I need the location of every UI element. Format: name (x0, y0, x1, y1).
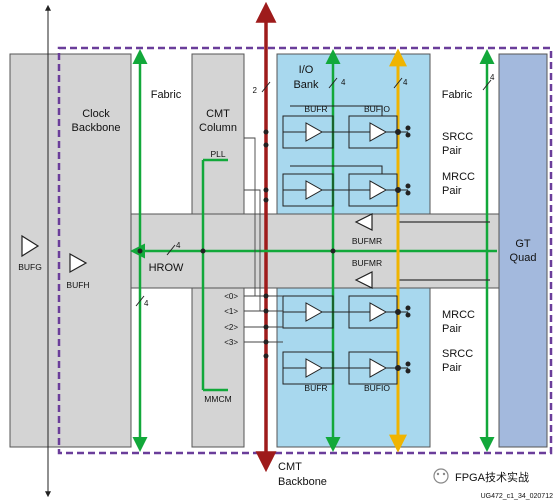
srcc-top-label-2: Pair (442, 145, 462, 157)
select-0-label: <0> (224, 292, 238, 301)
bufmr-bottom-label: BUFMR (352, 258, 382, 268)
bufh-label: BUFH (66, 280, 89, 290)
bufr-bufio-top-1 (282, 105, 411, 149)
cmt-backbone-label-2: Backbone (278, 476, 327, 488)
clock-backbone-label-2: Backbone (72, 122, 121, 134)
bus-width-io-b: 4 (403, 78, 408, 87)
bufg-label: BUFG (18, 262, 42, 272)
bus-width-hrow: 4 (176, 241, 181, 250)
bufg-symbol (21, 234, 40, 258)
clock-backbone-label-1: Clock (82, 108, 110, 120)
bufr-bufio-bottom-1 (282, 295, 411, 329)
cmt-backbone-label-1: CMT (278, 461, 302, 473)
srcc-bottom-label-1: SRCC (442, 348, 473, 360)
bus-width-fabric-left: 4 (144, 299, 149, 308)
mrcc-bottom-label-2: Pair (442, 323, 462, 335)
fabric-right-label: Fabric (442, 89, 473, 101)
bus-width-io-a: 4 (341, 78, 346, 87)
bus-width-cmt: 2 (253, 86, 258, 95)
hrow-label: HROW (149, 262, 184, 274)
clock-region-outline (57, 46, 553, 455)
bufio-bottom-label: BUFIO (364, 383, 390, 393)
mrcc-bottom-label-1: MRCC (442, 309, 475, 321)
pll-label: PLL (210, 149, 225, 159)
bufmr-top-symbol (354, 213, 373, 231)
bufio-top-label: BUFIO (364, 104, 390, 114)
srcc-top-label-1: SRCC (442, 131, 473, 143)
bus-width-fabric-right: 4 (490, 73, 495, 82)
io-bank-label-1: I/O (299, 64, 314, 76)
bufr-bufio-bottom-2 (282, 351, 411, 385)
fabric-left-label: Fabric (151, 89, 182, 101)
select-2-label: <2> (224, 323, 238, 332)
watermark-logo (433, 468, 449, 484)
junction-dots (137, 129, 336, 359)
io-bank-label-2: Bank (293, 79, 319, 91)
cmt-column-label-1: CMT (206, 108, 230, 120)
watermark-text: FPGA技术实战 (455, 470, 529, 484)
gt-quad-label-1: GT (515, 238, 531, 250)
select-1-label: <1> (224, 307, 238, 316)
srcc-bottom-label-2: Pair (442, 362, 462, 374)
gt-quad-label-2: Quad (510, 252, 537, 264)
mrcc-top-label-1: MRCC (442, 171, 475, 183)
select-3-label: <3> (224, 338, 238, 347)
bufh-symbol (69, 252, 88, 274)
cmt-column-label-2: Column (199, 122, 237, 134)
bufmr-bottom-symbol (354, 271, 373, 289)
mrcc-top-label-2: Pair (442, 185, 462, 197)
mmcm-label: MMCM (204, 394, 231, 404)
bufmr-top-label: BUFMR (352, 236, 382, 246)
bufr-top-label: BUFR (304, 104, 327, 114)
figure-id: UG472_c1_34_020712 (481, 493, 554, 500)
gt-quad-region (498, 53, 548, 448)
bufr-bufio-top-2 (282, 165, 411, 207)
bufr-bottom-label: BUFR (304, 383, 327, 393)
